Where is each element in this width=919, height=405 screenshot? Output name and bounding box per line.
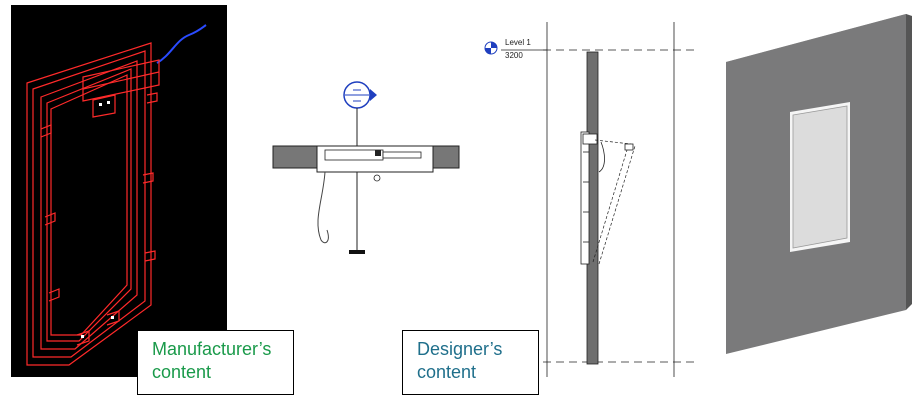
3d-wall-render: [726, 14, 912, 354]
cad-door-drawing: [26, 24, 207, 366]
caption-line-2: content: [417, 362, 477, 382]
plan-view-panel: [265, 70, 475, 270]
caption-line-2: content: [152, 362, 212, 382]
plan-view-drawing: [272, 81, 460, 254]
caption-line-1: Manufacturer’s: [152, 339, 272, 359]
cad-model-panel: [11, 5, 227, 377]
section-view-panel: Level 1 3200: [475, 22, 710, 382]
level-name: Level 1: [505, 38, 531, 47]
manufacturer-content-caption: Manufacturer’s content: [137, 330, 294, 395]
caption-line-1: Designer’s: [417, 339, 503, 359]
section-view-drawing: Level 1 3200: [484, 22, 695, 377]
level-elevation: 3200: [505, 51, 523, 60]
3d-view-panel: [716, 10, 916, 360]
designer-content-caption: Designer’s content: [402, 330, 539, 395]
